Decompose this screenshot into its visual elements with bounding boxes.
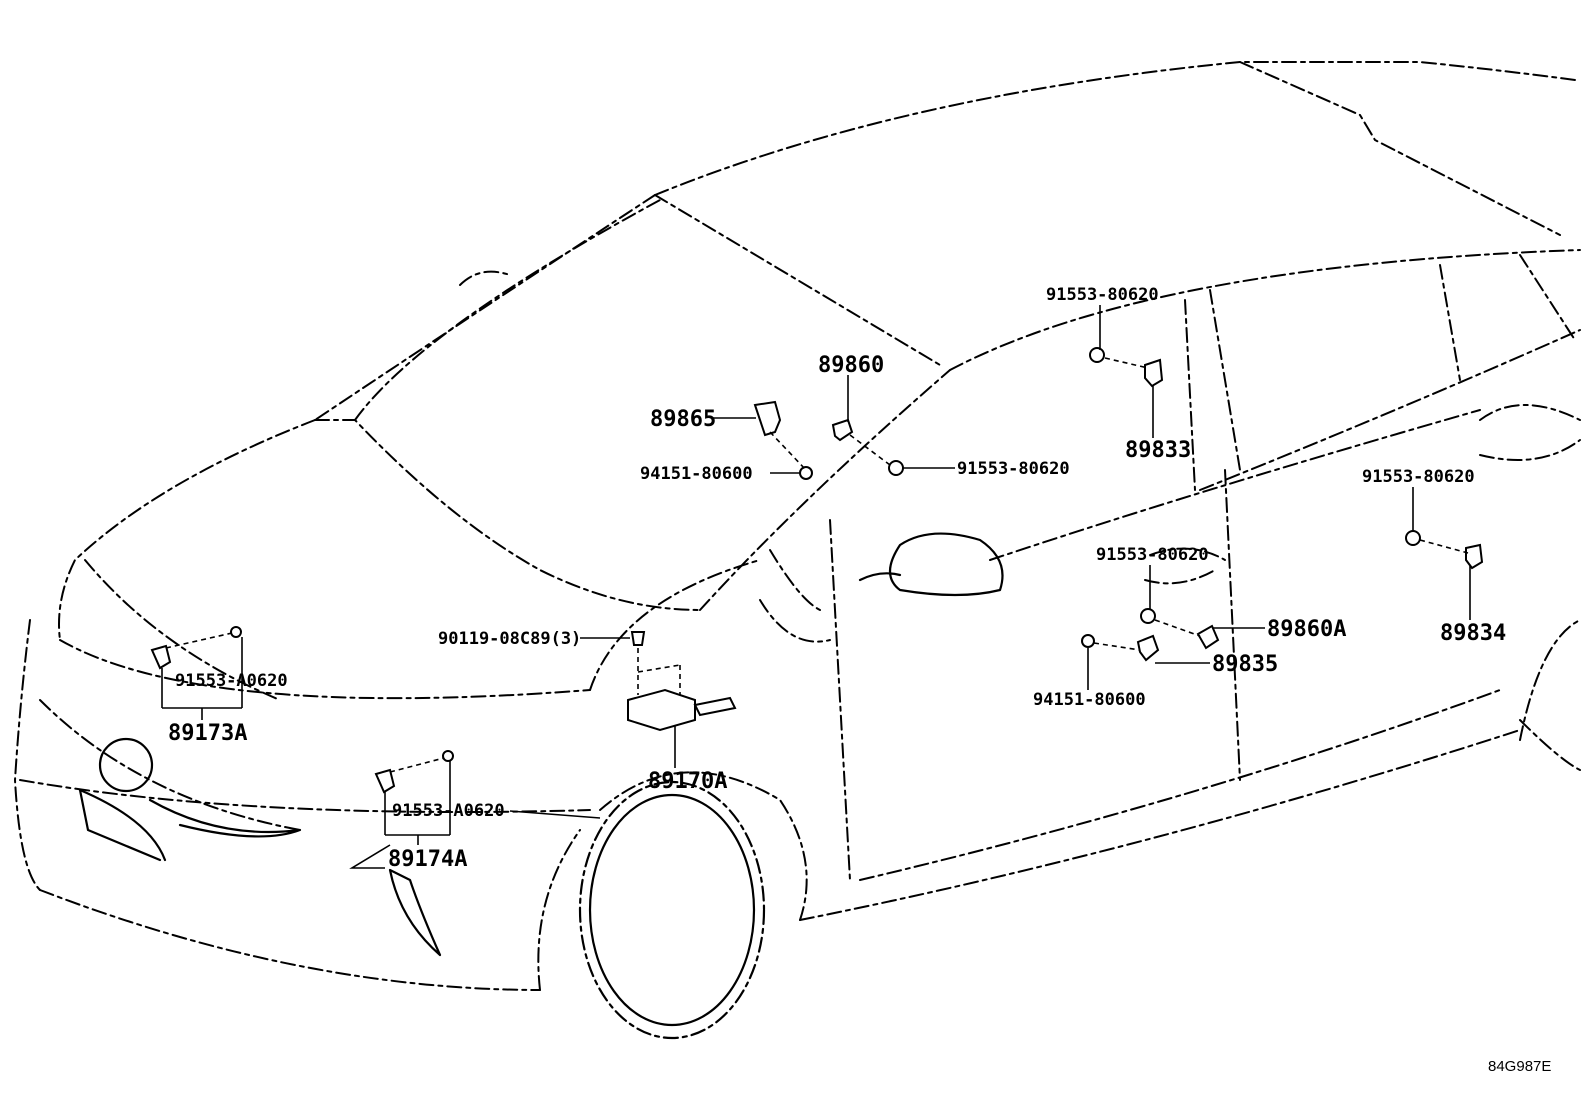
label-91553-80620-c: 91553-80620	[1362, 467, 1475, 487]
label-91553-80620-b: 91553-80620	[1046, 285, 1159, 305]
part-91553-80620-c[interactable]	[1405, 530, 1421, 546]
label-91553-80620-a: 91553-80620	[957, 459, 1070, 479]
label-89170A: 89170A	[648, 769, 727, 794]
label-89834: 89834	[1440, 621, 1506, 646]
part-91553-80620-b[interactable]	[1089, 347, 1105, 363]
part-89860[interactable]	[831, 418, 854, 442]
part-94151-80600-lower[interactable]	[1081, 634, 1095, 648]
label-89833: 89833	[1125, 438, 1191, 463]
leader-lines	[161, 305, 1471, 869]
car-outline	[14, 61, 1581, 991]
label-89174A: 89174A	[388, 847, 467, 872]
label-91553-A0620-upper: 91553-A0620	[175, 671, 288, 691]
part-91553-80620-a[interactable]	[888, 460, 904, 476]
label-94151-80600-upper: 94151-80600	[640, 464, 753, 484]
part-labels: 89860 89865 94151-80600 91553-80620 9155…	[168, 285, 1551, 1075]
part-89834[interactable]	[1465, 543, 1484, 570]
label-89860A: 89860A	[1267, 617, 1346, 642]
label-89835: 89835	[1212, 652, 1278, 677]
diagram-code: 84G987E	[1488, 1058, 1551, 1075]
part-91553-80620-d[interactable]	[1140, 608, 1156, 624]
part-89170A[interactable]	[627, 688, 737, 732]
part-89174A-sensor[interactable]	[374, 750, 454, 794]
label-89860: 89860	[818, 353, 884, 378]
part-89173A-sensor[interactable]	[150, 626, 242, 670]
part-89865[interactable]	[753, 400, 782, 437]
label-89173A: 89173A	[168, 721, 247, 746]
label-90119-08C89: 90119-08C89(3)	[438, 629, 581, 649]
label-91553-80620-d: 91553-80620	[1096, 545, 1209, 565]
part-94151-80600-upper[interactable]	[799, 466, 813, 480]
label-94151-80600-lower: 94151-80600	[1033, 690, 1146, 710]
part-90119-08C89[interactable]	[630, 631, 646, 646]
part-89833[interactable]	[1144, 358, 1164, 388]
part-89860A[interactable]	[1196, 624, 1220, 650]
label-91553-A0620-lower: 91553-A0620	[392, 801, 505, 821]
part-89835[interactable]	[1136, 634, 1160, 662]
label-89865: 89865	[650, 407, 716, 432]
car-details	[78, 532, 1004, 1040]
